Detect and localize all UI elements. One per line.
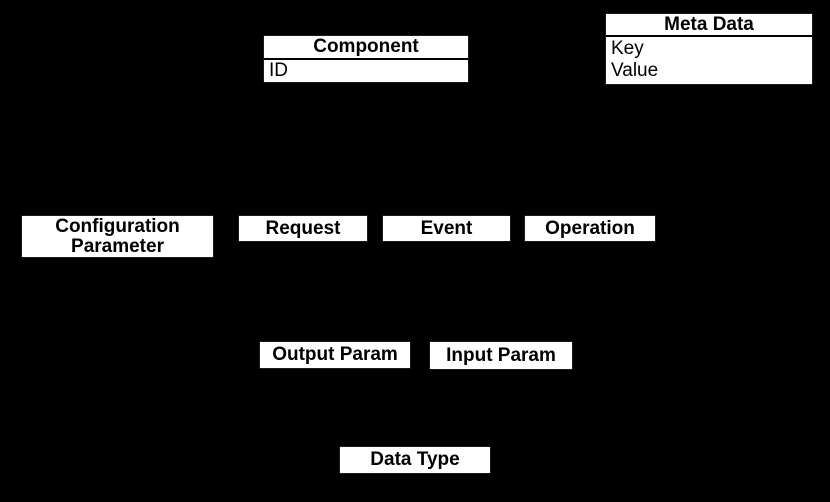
entity-configuration-parameter: Configuration Parameter bbox=[21, 215, 214, 258]
entity-output-param: Output Param bbox=[259, 341, 411, 369]
component-fields: ID bbox=[264, 60, 468, 82]
entity-component: Component ID bbox=[263, 35, 469, 83]
entity-event: Event bbox=[382, 215, 511, 242]
event-title: Event bbox=[420, 217, 473, 239]
operation-title: Operation bbox=[545, 217, 635, 239]
entity-meta-data: Meta Data Key Value bbox=[605, 13, 813, 85]
data-type-title: Data Type bbox=[370, 449, 460, 470]
component-title: Component bbox=[264, 36, 468, 60]
request-title: Request bbox=[265, 217, 341, 239]
component-field-id: ID bbox=[269, 60, 288, 81]
entity-request: Request bbox=[238, 215, 368, 242]
meta-data-field-key: Key bbox=[611, 38, 644, 59]
input-param-title: Input Param bbox=[446, 344, 556, 366]
configuration-parameter-title: Configuration Parameter bbox=[55, 215, 180, 257]
meta-data-field-value: Value bbox=[611, 60, 659, 81]
entity-input-param: Input Param bbox=[429, 341, 573, 370]
meta-data-title: Meta Data bbox=[606, 14, 812, 37]
entity-data-type: Data Type bbox=[339, 446, 491, 474]
output-param-title: Output Param bbox=[272, 344, 398, 365]
meta-data-fields: Key Value bbox=[606, 37, 812, 84]
entity-operation: Operation bbox=[524, 215, 656, 242]
